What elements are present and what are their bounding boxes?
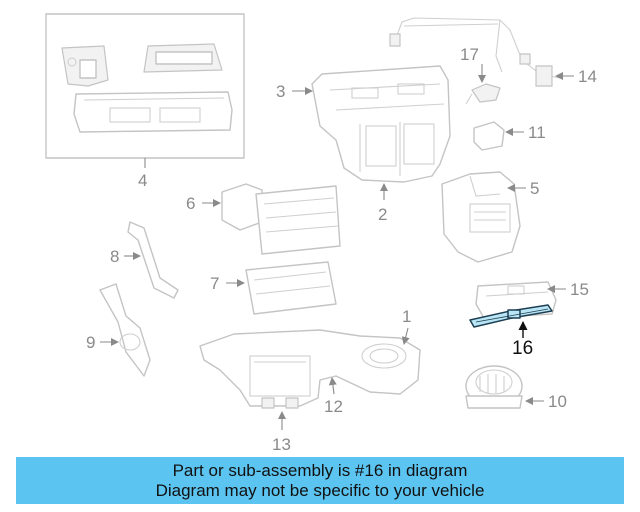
svg-text:16: 16 — [512, 338, 533, 359]
svg-text:11: 11 — [528, 123, 546, 142]
callout-14: 14 — [555, 67, 597, 86]
svg-text:8: 8 — [110, 247, 119, 266]
part-6-heater-core — [221, 183, 341, 255]
part-5-duct — [441, 171, 521, 263]
svg-text:17: 17 — [460, 45, 479, 64]
svg-text:10: 10 — [548, 392, 567, 411]
callout-3: 3 — [276, 82, 313, 101]
part-16-highlighted — [469, 304, 553, 328]
svg-text:6: 6 — [186, 194, 195, 213]
svg-text:5: 5 — [530, 179, 539, 198]
svg-text:13: 13 — [272, 435, 291, 454]
banner-line-1: Part or sub-assembly is #16 in diagram — [172, 460, 468, 480]
svg-text:15: 15 — [570, 280, 589, 299]
part-9-floor-duct — [99, 283, 151, 377]
banner-line-2: Diagram may not be specific to your vehi… — [155, 480, 485, 500]
callout-4: 4 — [138, 158, 147, 190]
svg-text:1: 1 — [402, 307, 411, 326]
callout-12: 12 — [324, 377, 343, 416]
callout-7: 7 — [210, 274, 245, 293]
part-11-sensor — [473, 121, 505, 151]
callout-9: 9 — [86, 333, 119, 352]
svg-text:7: 7 — [210, 274, 219, 293]
callout-16: 16 — [512, 321, 533, 359]
part-10-blower-motor — [465, 365, 523, 409]
callout-1: 1 — [401, 307, 411, 345]
part-7-filter — [245, 261, 337, 315]
part-8-bracket — [127, 221, 179, 299]
callout-8: 8 — [110, 247, 141, 266]
part-14-wire-harness — [389, 17, 561, 87]
part-3-case-upper — [311, 65, 451, 183]
callout-11: 11 — [505, 123, 546, 142]
callout-5: 5 — [507, 179, 539, 198]
callout-10: 10 — [525, 392, 567, 411]
parts-diagram: 4 3 2 14 17 — [45, 13, 597, 454]
part-4-control-panel-group — [45, 13, 245, 159]
svg-text:3: 3 — [276, 82, 285, 101]
svg-text:2: 2 — [378, 205, 387, 224]
svg-text:4: 4 — [138, 171, 147, 190]
part-17-sensor — [465, 83, 501, 105]
callout-15: 15 — [547, 280, 589, 299]
callout-2: 2 — [378, 183, 388, 224]
callout-6: 6 — [186, 194, 221, 213]
callout-17: 17 — [460, 45, 486, 83]
part-1-case-lower — [199, 329, 421, 409]
svg-text:9: 9 — [86, 333, 95, 352]
info-banner: Part or sub-assembly is #16 in diagram D… — [16, 457, 624, 504]
svg-text:12: 12 — [324, 397, 343, 416]
svg-text:14: 14 — [578, 67, 597, 86]
callout-13: 13 — [272, 411, 291, 454]
